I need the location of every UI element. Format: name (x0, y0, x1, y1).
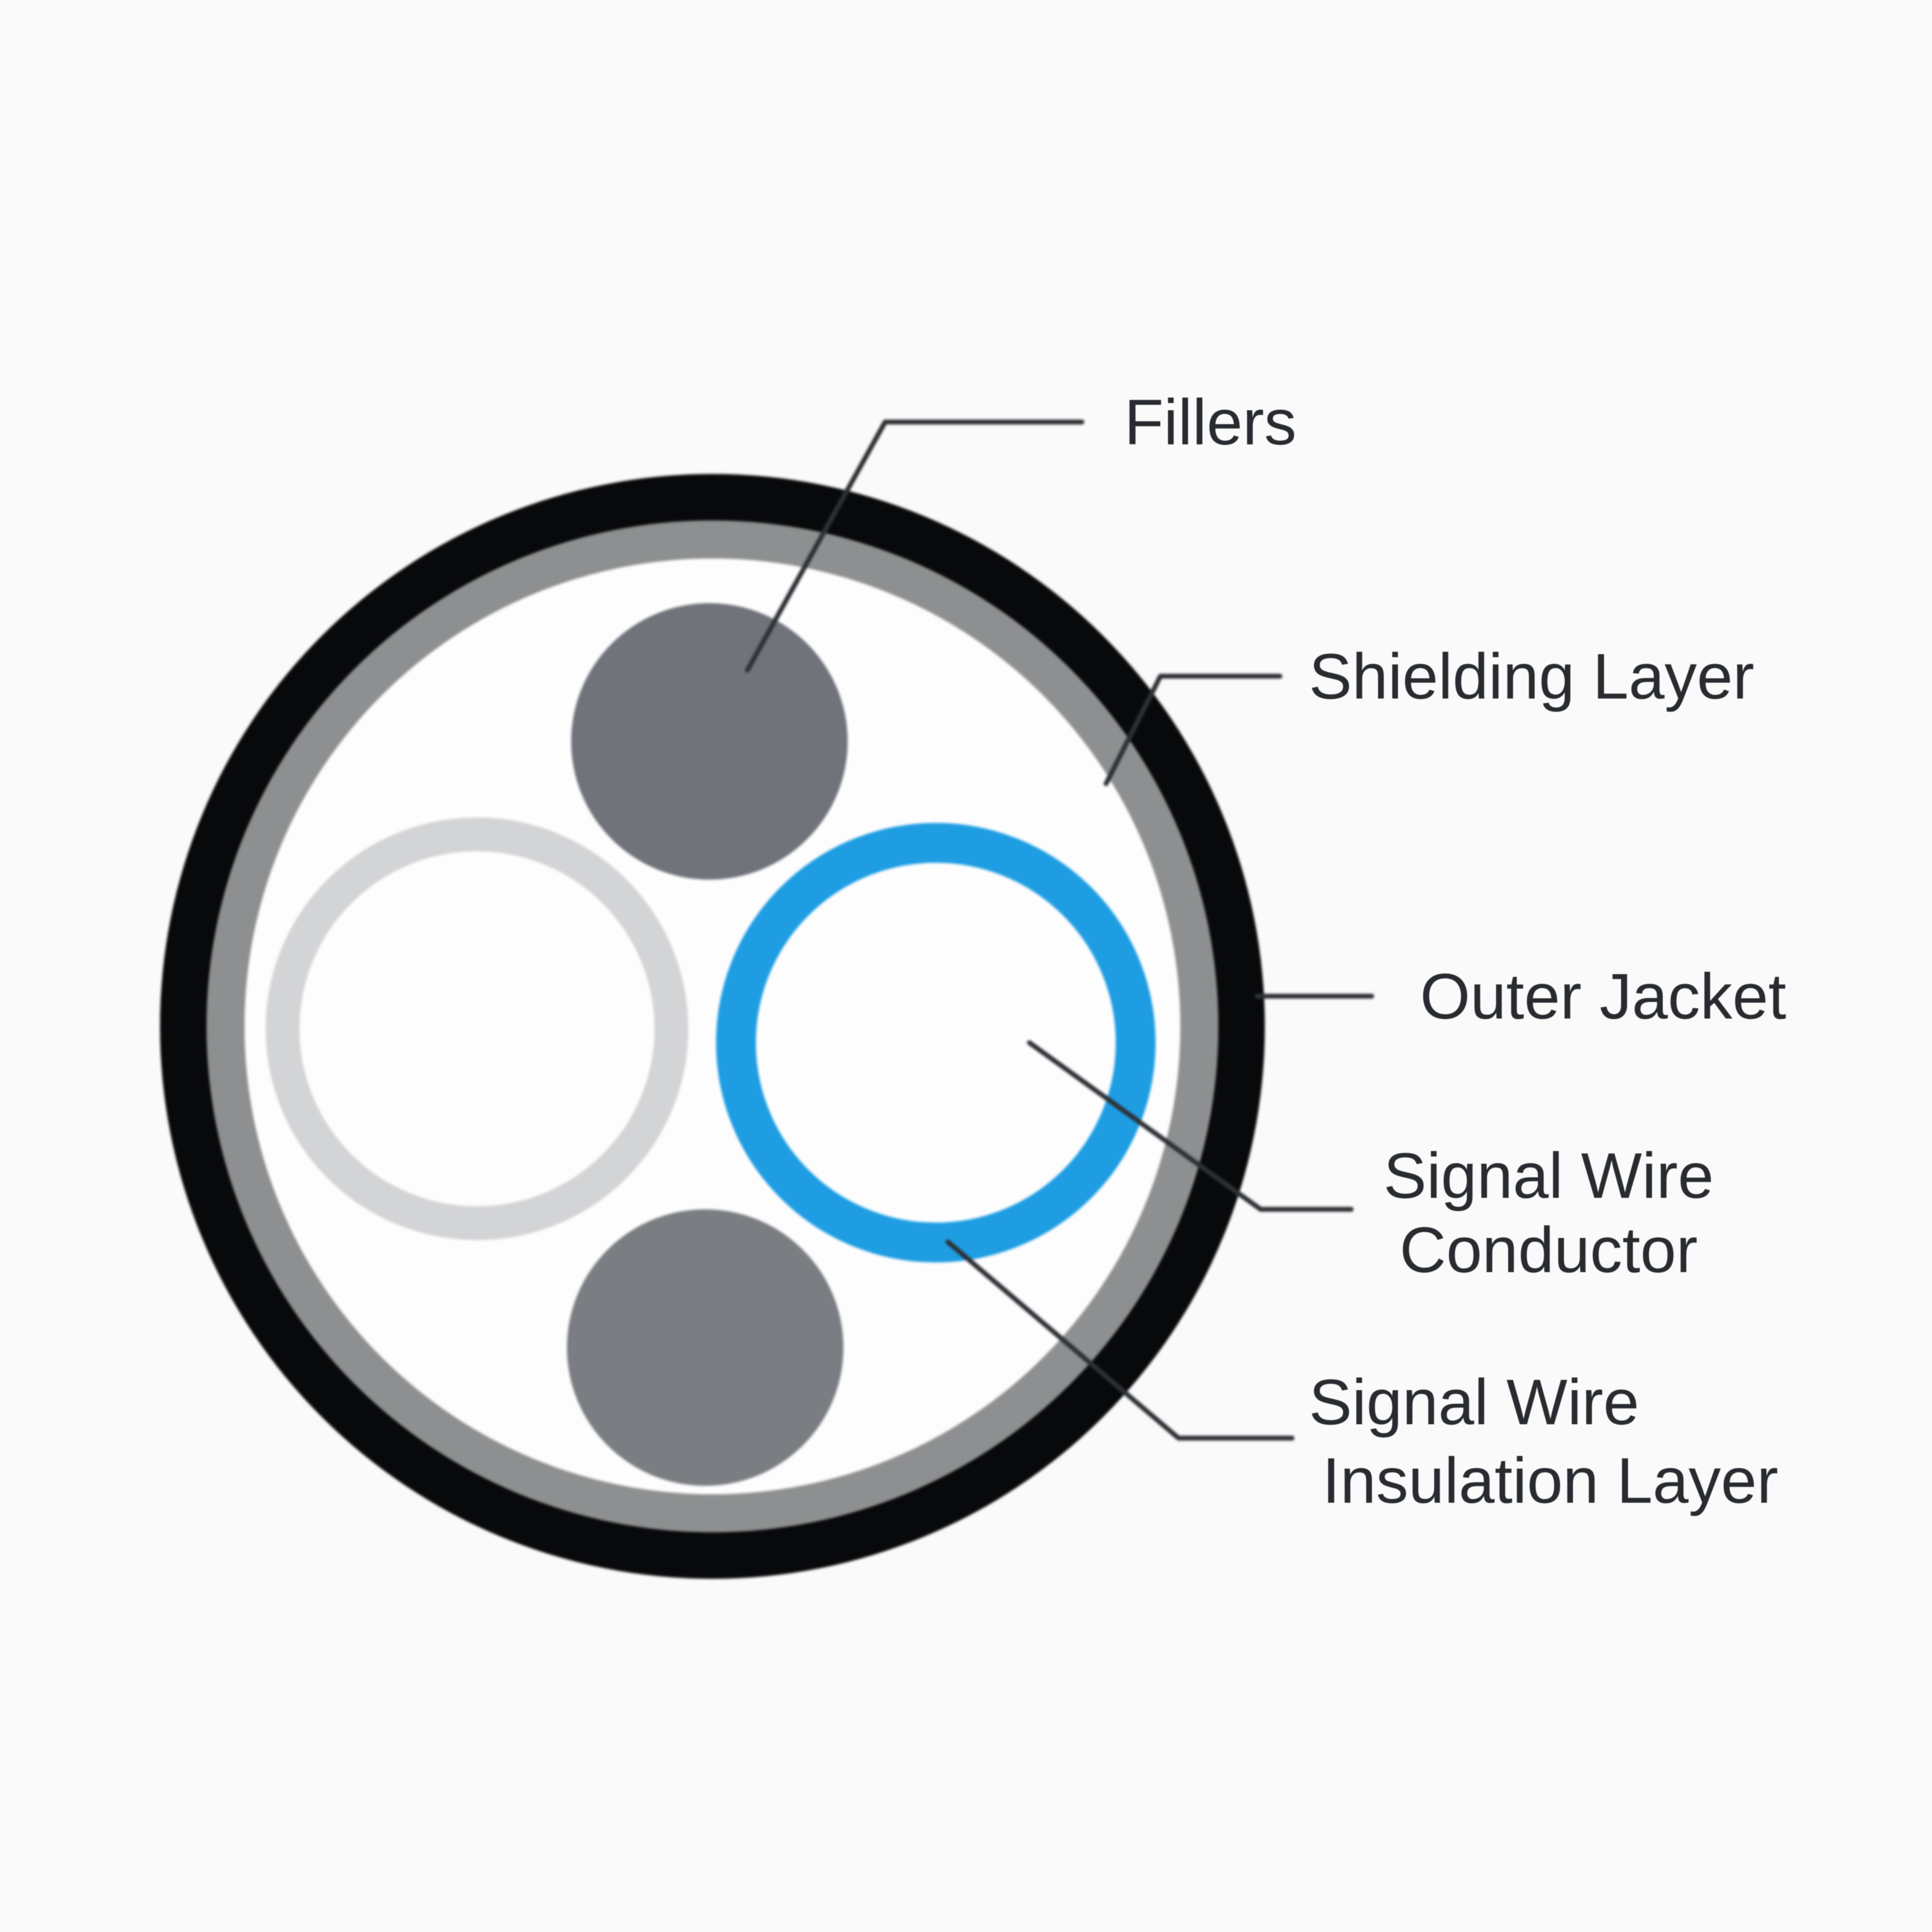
filler-bottom-circle (567, 1209, 843, 1486)
white-signal-wire-ring (266, 817, 688, 1240)
filler-top-circle (571, 603, 848, 880)
leader-line-fillers (745, 420, 1084, 673)
leader-line-signal-wire-conductor (1027, 1040, 1354, 1212)
leader-line-signal-wire-insulation (945, 1239, 1294, 1441)
label-fillers: Fillers (1124, 386, 1297, 458)
label-shielding-layer: Shielding Layer (1309, 640, 1754, 712)
blue-signal-wire-insulation-ring (716, 823, 1156, 1262)
label-signal-wire-insulation-line2: Insulation Layer (1322, 1444, 1779, 1517)
label-signal-wire-conductor: Signal Wire Conductor (1292, 1139, 1805, 1287)
label-signal-wire-insulation-line1: Signal Wire (1309, 1366, 1640, 1438)
label-signal-wire-conductor-line2: Conductor (1399, 1214, 1698, 1286)
label-signal-wire-conductor-line1: Signal Wire (1383, 1139, 1714, 1212)
leader-line-shielding-layer (1104, 674, 1282, 786)
label-signal-wire-insulation-layer: Signal Wire Insulation Layer (1309, 1363, 1778, 1520)
label-outer-jacket: Outer Jacket (1420, 960, 1786, 1032)
